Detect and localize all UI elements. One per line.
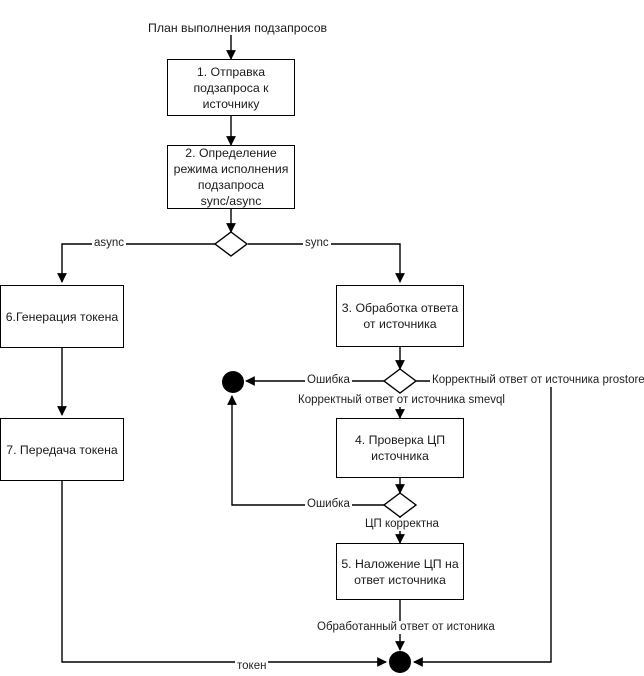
node-step5-apply-signature[interactable]: 5. Наложение ЦП на ответ источника <box>336 543 464 600</box>
decision-response-validity[interactable] <box>382 367 418 395</box>
node-step1-send-subquery[interactable]: 1. Отправка подзапроса к источнику <box>167 59 295 116</box>
edge-branch-sync <box>248 243 405 283</box>
node-step3-process-response[interactable]: 3. Обработка ответа от источника <box>336 285 464 347</box>
node-step6-generate-token[interactable]: 6.Генерация токена <box>0 285 124 348</box>
edge-label-error-response: Ошибка <box>305 374 352 387</box>
edge-branch-async <box>57 243 215 283</box>
diagram-title: План выполнения подзапросов <box>145 21 331 35</box>
edge-label-processed-answer: Обработанный ответ от истоника <box>315 621 497 634</box>
edge-label-error-sign: Ошибка <box>305 498 352 511</box>
edge-step7-token <box>61 481 387 667</box>
edge-label-sync: sync <box>303 237 331 250</box>
edge-label-async: async <box>92 237 127 250</box>
node-error-end[interactable] <box>220 369 246 395</box>
decision-signature-valid[interactable] <box>382 491 418 519</box>
node-step7-transfer-token[interactable]: 7. Передача токена <box>0 418 124 481</box>
node-step2-determine-mode[interactable]: 2. Определение режима исполнения подзапр… <box>167 145 295 209</box>
edge-label-sign-correct: ЦП корректна <box>363 518 441 531</box>
node-step4-verify-signature[interactable]: 4. Проверка ЦП источника <box>336 418 464 478</box>
edge-label-correct-smevql: Корректный ответ от источника smevql <box>296 394 507 407</box>
decision-sync-async[interactable] <box>213 230 249 258</box>
edge-label-correct-prostore: Корректный ответ от источника prostore <box>430 374 644 387</box>
edge-label-token: токен <box>235 660 269 673</box>
node-final-end[interactable] <box>387 649 413 675</box>
